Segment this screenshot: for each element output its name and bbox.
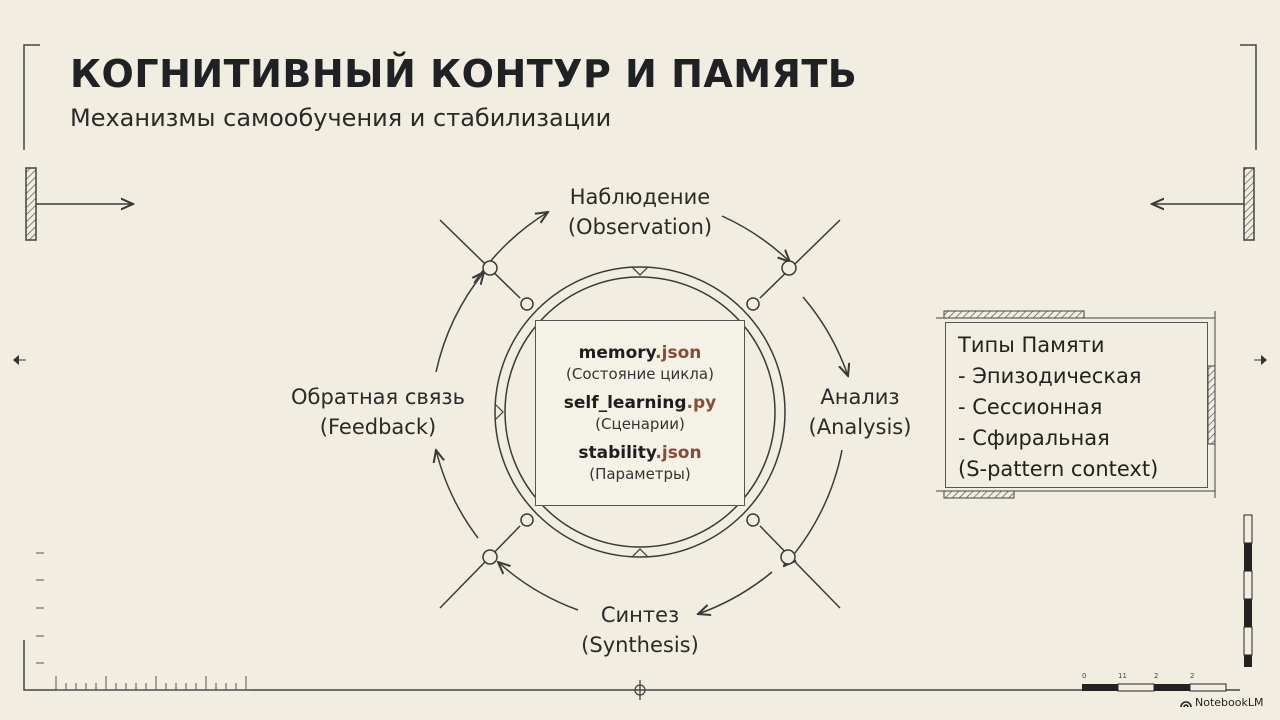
node-inner-sw — [520, 513, 534, 527]
file-name: self_learning — [563, 393, 687, 413]
frame-corner-top-right — [1240, 44, 1257, 150]
frame-corner-bottom-left — [23, 640, 40, 691]
arc-synthesis-to-feedback — [498, 562, 579, 611]
stage-synthesis: Синтез (Synthesis) — [560, 600, 720, 660]
hatch-block-left — [25, 167, 37, 241]
cycle-nodes — [482, 260, 797, 565]
file-ext: .json — [655, 343, 702, 363]
file-ext: .py — [686, 393, 717, 413]
file-name: memory — [578, 343, 656, 363]
radial-line-sw — [439, 525, 521, 609]
left-ticks — [36, 552, 44, 664]
page-title: КОГНИТИВНЫЙ КОНТУР И ПАМЯТЬ — [70, 52, 858, 96]
stage-synthesis-ru: Синтез — [600, 603, 680, 627]
bottom-ruler — [55, 676, 250, 691]
scale-bar: 0 11 2 2 — [1082, 672, 1227, 692]
inner-ring-inner — [504, 276, 776, 548]
node-outer-sw — [482, 549, 498, 565]
node-outer-nw — [482, 260, 498, 276]
arc-analysis-to-synthesis — [784, 449, 843, 566]
inner-ring-outer — [494, 266, 786, 558]
file-desc: (Сценарии) — [595, 415, 685, 433]
memory-type-item: - Сессионная — [958, 395, 1103, 419]
memory-type-item: - Сфиральная — [958, 426, 1110, 450]
radial-line-nw — [439, 219, 521, 299]
edge-marker-right — [1261, 355, 1267, 365]
memory-box-accents — [936, 310, 1216, 499]
file-self-learning: self_learning.py — [564, 392, 717, 414]
stage-observation: Наблюдение (Observation) — [540, 182, 740, 242]
file-desc: (Состояние цикла) — [566, 365, 714, 383]
scale-label: 0 — [1082, 672, 1086, 680]
file-desc: (Параметры) — [589, 465, 691, 483]
stage-synthesis-en: (Synthesis) — [581, 633, 699, 657]
stage-observation-en: (Observation) — [567, 215, 713, 239]
file-name: stability — [578, 443, 656, 463]
notebooklm-brand: NotebookLM — [1180, 696, 1263, 709]
notebooklm-icon — [1180, 700, 1192, 707]
node-outer-se — [780, 549, 796, 565]
scale-label: 2 — [1190, 672, 1194, 680]
crosshair-mark — [634, 680, 646, 700]
node-inner-nw — [520, 297, 534, 311]
memory-type-item: - Эпизодическая — [958, 364, 1142, 388]
scale-label: 11 — [1118, 672, 1127, 680]
node-outer-ne — [781, 260, 797, 276]
files-box: memory.json (Состояние цикла) self_learn… — [535, 320, 745, 506]
stage-analysis-en: (Analysis) — [808, 415, 912, 439]
scale-label: 2 — [1154, 672, 1158, 680]
arc-analysis-to-top — [802, 296, 848, 376]
stage-feedback-ru: Обратная связь — [291, 385, 465, 409]
arc-observation-to-analysis — [721, 215, 790, 262]
arc-to-synthesis — [698, 571, 773, 614]
memory-types-title: Типы Памяти — [958, 333, 1105, 357]
stage-analysis-ru: Анализ — [820, 385, 900, 409]
stage-feedback: Обратная связь (Feedback) — [268, 382, 488, 442]
arc-to-feedback — [436, 450, 479, 539]
file-ext: .json — [655, 443, 702, 463]
file-stability: stability.json — [578, 442, 701, 464]
vertical-scale — [1243, 514, 1253, 667]
memory-type-item: (S-pattern context) — [958, 457, 1159, 481]
stage-analysis: Анализ (Analysis) — [790, 382, 930, 442]
node-inner-ne — [746, 297, 760, 311]
stage-observation-ru: Наблюдение — [569, 185, 711, 209]
page-subtitle: Механизмы самообучения и стабилизации — [70, 104, 612, 132]
stage-feedback-en: (Feedback) — [319, 415, 437, 439]
memory-types-box: Типы Памяти - Эпизодическая - Сессионная… — [945, 322, 1208, 488]
node-inner-se — [746, 513, 760, 527]
edge-marker-left — [13, 355, 19, 365]
arc-feedback-up — [435, 272, 484, 373]
file-memory: memory.json — [579, 342, 702, 364]
brand-name: NotebookLM — [1195, 696, 1264, 709]
radial-line-se — [759, 525, 841, 609]
radial-line-ne — [759, 219, 841, 299]
hatch-block-right — [1243, 167, 1255, 241]
frame-corner-top-left — [23, 44, 40, 150]
